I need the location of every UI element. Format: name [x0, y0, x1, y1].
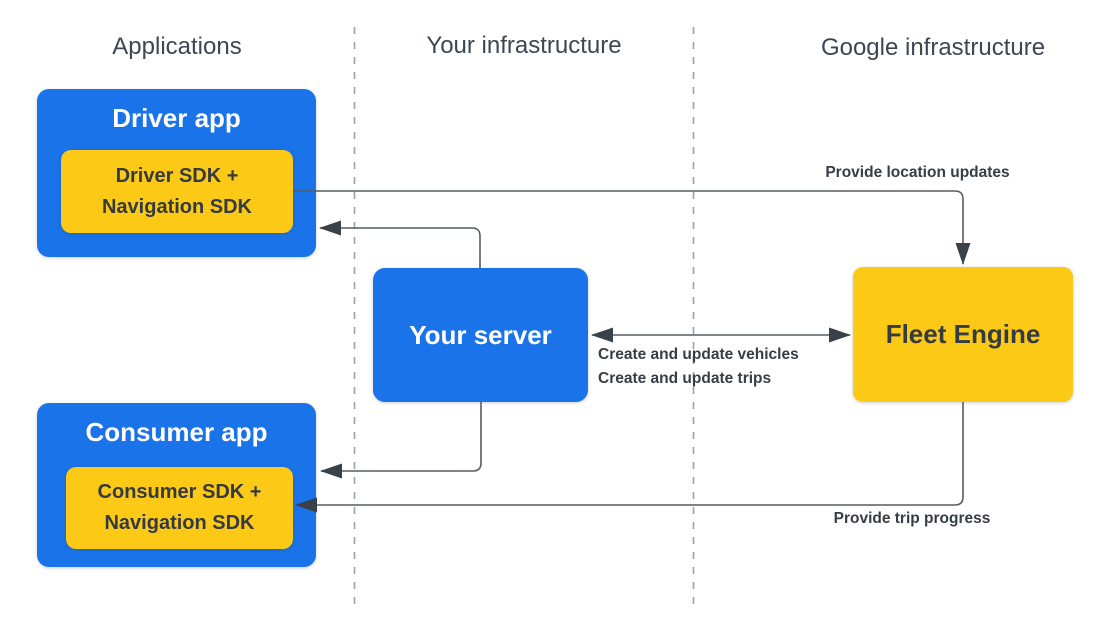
column-header-google-infrastructure: Google infrastructure [820, 34, 1046, 61]
your-server-label: Your server [409, 319, 552, 350]
consumer-app-label: Consumer app [85, 417, 268, 447]
driver-sdk-label-line1: Driver SDK + [115, 164, 239, 187]
fleet-engine-label: Fleet Engine [885, 319, 1041, 349]
driver-app-label: Driver app [112, 103, 241, 133]
edge-your-server-to-consumer-app [320, 402, 482, 479]
consumer-sdk-node: Consumer SDK + Navigation SDK [66, 467, 293, 549]
column-header-your-infrastructure: Your infrastructure [426, 32, 622, 59]
edge-fleet-engine-to-consumer-sdk [295, 402, 964, 513]
consumer-sdk-label-line2: Navigation SDK [104, 512, 255, 534]
driver-sdk-node: Driver SDK + Navigation SDK [61, 150, 293, 233]
edge-your-server-to-driver-app [319, 220, 481, 268]
edge-label-create-vehicles: Create and update vehicles [598, 346, 799, 363]
edge-driver-sdk-to-fleet-engine [293, 190, 971, 265]
fleet-engine-node: Fleet Engine [853, 267, 1073, 402]
edge-label-create-and-update: Create and update vehicles Create and up… [598, 343, 799, 391]
column-header-applications: Applications [112, 33, 242, 60]
edge-label-create-trips: Create and update trips [598, 370, 772, 387]
edge-label-provide-trip-progress: Provide trip progress [833, 510, 991, 527]
edge-label-provide-location-updates: Provide location updates [825, 164, 1010, 181]
driver-sdk-label-line2: Navigation SDK [101, 195, 253, 218]
your-server-node: Your server [373, 268, 588, 402]
consumer-sdk-label-line1: Consumer SDK + [97, 481, 262, 503]
